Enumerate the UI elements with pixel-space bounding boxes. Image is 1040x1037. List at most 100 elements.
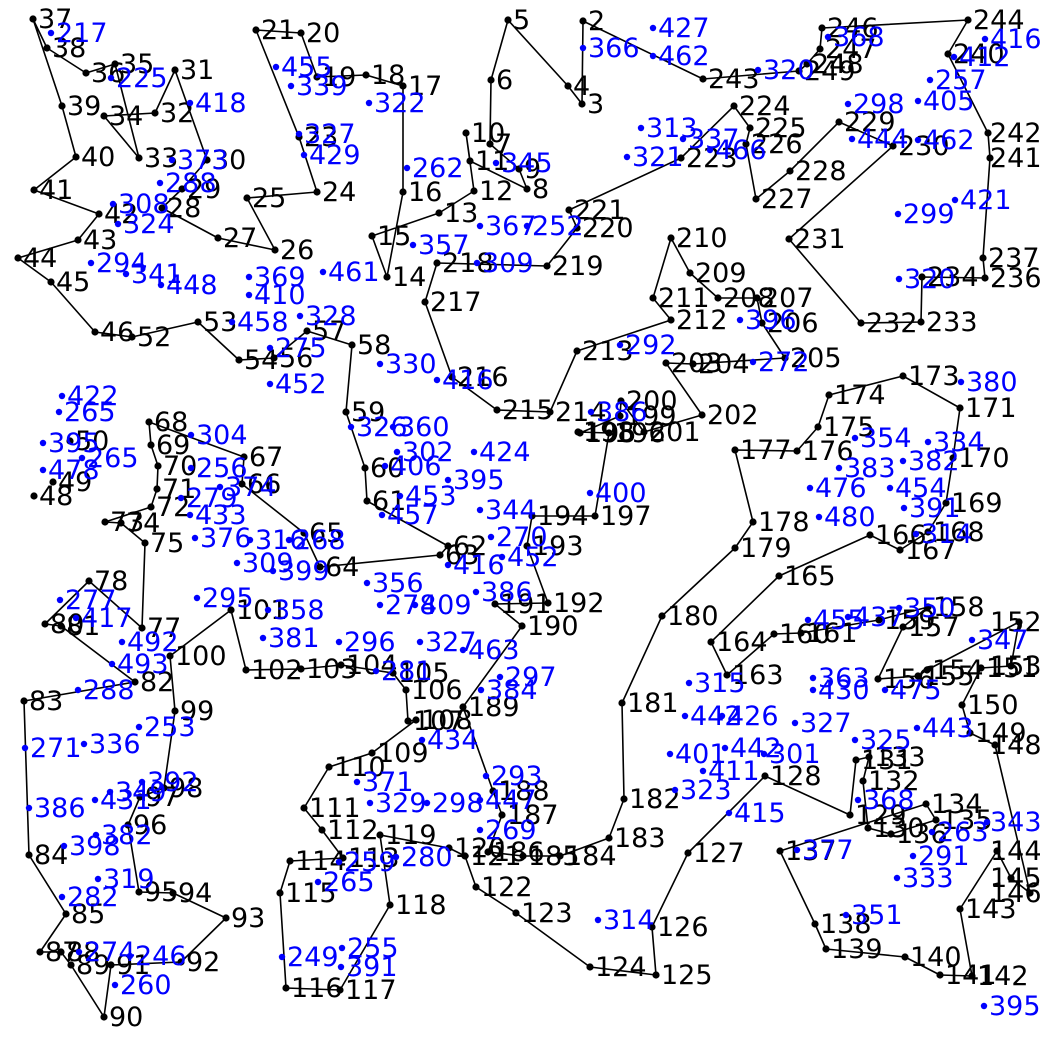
extra-node-dot bbox=[835, 464, 843, 472]
extra-node-dot bbox=[376, 360, 384, 368]
extra-node: 327 bbox=[791, 708, 852, 739]
route-node-label: 221 bbox=[574, 195, 626, 226]
extra-node-dot bbox=[983, 818, 991, 826]
route-node: 240 bbox=[944, 39, 1005, 70]
route-node: 14 bbox=[383, 262, 426, 293]
extra-node: 280 bbox=[392, 842, 453, 873]
route-node-label: 89 bbox=[76, 950, 110, 981]
route-node-label: 180 bbox=[667, 601, 719, 632]
route-node-dot bbox=[795, 67, 803, 75]
extra-node-label: 297 bbox=[505, 662, 557, 693]
extra-node-label: 368 bbox=[833, 22, 885, 53]
extra-node: 392 bbox=[138, 767, 199, 798]
route-node-dot bbox=[29, 15, 37, 23]
route-node-dot bbox=[667, 316, 675, 324]
route-node-label: 215 bbox=[502, 395, 554, 426]
extra-node-label: 380 bbox=[966, 367, 1018, 398]
extra-node-label: 252 bbox=[532, 211, 584, 242]
extra-node: 334 bbox=[924, 427, 985, 458]
extra-node: 321 bbox=[623, 142, 684, 173]
extra-node-label: 476 bbox=[815, 473, 867, 504]
extra-node-dot bbox=[848, 135, 856, 143]
route-node-dot bbox=[785, 235, 793, 243]
extra-node: 395 bbox=[39, 428, 100, 459]
route-node: 74 bbox=[117, 508, 160, 539]
extra-node-dot bbox=[496, 673, 504, 681]
route-node-label: 56 bbox=[279, 343, 313, 374]
route-node-label: 60 bbox=[370, 453, 404, 484]
route-node-dot bbox=[171, 66, 179, 74]
route-node-dot bbox=[564, 82, 572, 90]
extra-node: 374 bbox=[216, 472, 277, 503]
route-node: 46 bbox=[91, 317, 134, 348]
route-node-label: 205 bbox=[790, 343, 842, 374]
extra-node-label: 249 bbox=[287, 942, 339, 973]
route-node-label: 64 bbox=[325, 552, 359, 583]
route-node-dot bbox=[658, 612, 666, 620]
extra-node-dot bbox=[492, 159, 500, 167]
route-node: 28 bbox=[158, 193, 201, 224]
extra-node-dot bbox=[168, 156, 176, 164]
route-node-label: 139 bbox=[831, 934, 883, 965]
route-node-dot bbox=[874, 675, 882, 683]
route-node-label: 228 bbox=[795, 156, 847, 187]
route-node-dot bbox=[698, 411, 706, 419]
extra-node-label: 333 bbox=[902, 863, 954, 894]
route-node: 157 bbox=[899, 612, 960, 643]
route-node-label: 237 bbox=[988, 243, 1040, 274]
route-node-label: 95 bbox=[144, 877, 178, 908]
route-node: 93 bbox=[222, 903, 265, 934]
route-node: 185 bbox=[519, 841, 580, 872]
extra-node-label: 301 bbox=[769, 739, 821, 770]
route-node: 208 bbox=[714, 283, 775, 314]
route-node-dot bbox=[684, 849, 692, 857]
extra-node: 291 bbox=[909, 841, 970, 872]
extra-node-dot bbox=[824, 33, 832, 41]
route-node-dot bbox=[484, 848, 492, 856]
route-node-label: 155 bbox=[923, 661, 975, 692]
extra-node-label: 322 bbox=[374, 88, 426, 119]
extra-node: 444 bbox=[848, 124, 909, 155]
extra-node-dot bbox=[844, 100, 852, 108]
route-node: 199 bbox=[616, 401, 677, 432]
route-node: 13 bbox=[435, 198, 478, 229]
route-node: 107 bbox=[404, 706, 465, 737]
route-node-label: 185 bbox=[528, 841, 580, 872]
extra-node-dot bbox=[58, 893, 66, 901]
route-node-label: 30 bbox=[212, 145, 246, 176]
route-node-label: 41 bbox=[39, 175, 73, 206]
extra-node-dot bbox=[278, 953, 286, 961]
extra-node: 294 bbox=[87, 248, 148, 279]
extra-node: 293 bbox=[482, 761, 543, 792]
route-node: 121 bbox=[461, 841, 522, 872]
extra-node-label: 452 bbox=[507, 542, 559, 573]
route-node-label: 91 bbox=[116, 950, 150, 981]
extra-node-label: 461 bbox=[328, 257, 380, 288]
route-node-dot bbox=[1007, 662, 1015, 670]
extra-node-label: 262 bbox=[412, 153, 464, 184]
extra-node: 430 bbox=[809, 675, 870, 706]
route-node-dot bbox=[966, 729, 974, 737]
route-node-dot bbox=[270, 354, 278, 362]
route-node: 35 bbox=[111, 49, 154, 80]
extra-node-dot bbox=[259, 634, 267, 642]
route-node-label: 165 bbox=[784, 561, 836, 592]
extra-node: 356 bbox=[363, 568, 424, 599]
route-node: 182 bbox=[620, 784, 681, 815]
extra-node: 442 bbox=[681, 701, 742, 732]
extra-node: 358 bbox=[264, 595, 325, 626]
route-node-dot bbox=[491, 600, 499, 608]
route-node: 205 bbox=[781, 343, 842, 374]
extra-node-label: 320 bbox=[763, 55, 815, 86]
route-node-dot bbox=[1007, 874, 1015, 882]
extra-node-label: 271 bbox=[30, 733, 82, 764]
route-node: 19 bbox=[313, 62, 356, 93]
extra-node-dot bbox=[498, 553, 506, 561]
route-node: 80 bbox=[41, 609, 84, 640]
route-node: 45 bbox=[47, 267, 90, 298]
route-node: 176 bbox=[793, 436, 854, 467]
route-node: 110 bbox=[325, 752, 386, 783]
extra-node-dot bbox=[418, 736, 426, 744]
extra-node: 265 bbox=[314, 867, 375, 898]
